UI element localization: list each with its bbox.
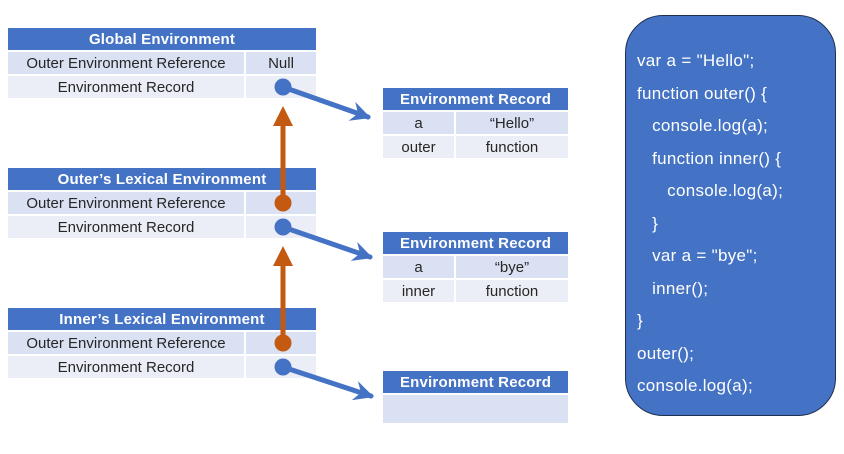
table-cell-label: Environment Record [8,356,244,378]
record-cell-value: “bye” [456,256,568,278]
table-cell-value [246,332,316,354]
table-row: Environment Record [8,76,316,98]
table-cell-value [246,216,316,238]
record-cell-name: inner [383,280,454,302]
table-header: Environment Record [383,232,568,254]
env-table-global: Global Environment Outer Environment Ref… [8,28,316,98]
record-cell-empty [383,395,568,423]
code-line: var a = "Hello"; [637,51,755,70]
code-line: console.log(a); [637,181,784,200]
table-row: inner function [383,280,568,302]
table-row: Environment Record [8,356,316,378]
code-line: console.log(a); [637,116,769,135]
table-cell-label: Environment Record [8,216,244,238]
code-line: console.log(a); [637,376,754,395]
table-cell-value [246,76,316,98]
table-row: Environment Record [8,216,316,238]
table-cell-value: Null [246,52,316,74]
table-cell-label: Outer Environment Reference [8,332,244,354]
record-cell-name: outer [383,136,454,158]
table-row: Outer Environment Reference Null [8,52,316,74]
table-row: a “Hello” [383,112,568,134]
table-cell-label: Outer Environment Reference [8,52,244,74]
table-row: Outer Environment Reference [8,332,316,354]
table-header: Environment Record [383,371,568,393]
code-line: function inner() { [637,148,782,168]
env-table-outer: Outer’s Lexical Environment Outer Enviro… [8,168,316,238]
code-line: function outer() { [637,83,768,103]
table-row [383,395,568,423]
table-cell-value [246,192,316,214]
table-header: Outer’s Lexical Environment [8,168,316,190]
record-cell-value: function [456,280,568,302]
table-row: a “bye” [383,256,568,278]
table-cell-value [246,356,316,378]
table-row: outer function [383,136,568,158]
table-cell-label: Environment Record [8,76,244,98]
record-cell-name: a [383,112,454,134]
record-table-global: Environment Record a “Hello” outer funct… [383,88,568,158]
code-line: outer(); [637,343,695,363]
code-line: } [637,311,643,330]
table-cell-label: Outer Environment Reference [8,192,244,214]
code-line: inner(); [637,278,709,298]
table-row: Outer Environment Reference [8,192,316,214]
env-table-inner: Inner’s Lexical Environment Outer Enviro… [8,308,316,378]
table-header: Environment Record [383,88,568,110]
code-line: } [637,213,659,233]
code-block: var a = "Hello"; function outer() { cons… [625,15,836,416]
record-cell-value: function [456,136,568,158]
record-cell-value: “Hello” [456,112,568,134]
code-line: var a = "bye"; [637,246,758,265]
record-table-outer: Environment Record a “bye” inner functio… [383,232,568,302]
table-header: Inner’s Lexical Environment [8,308,316,330]
record-table-inner: Environment Record [383,371,568,423]
record-cell-name: a [383,256,454,278]
table-header: Global Environment [8,28,316,50]
